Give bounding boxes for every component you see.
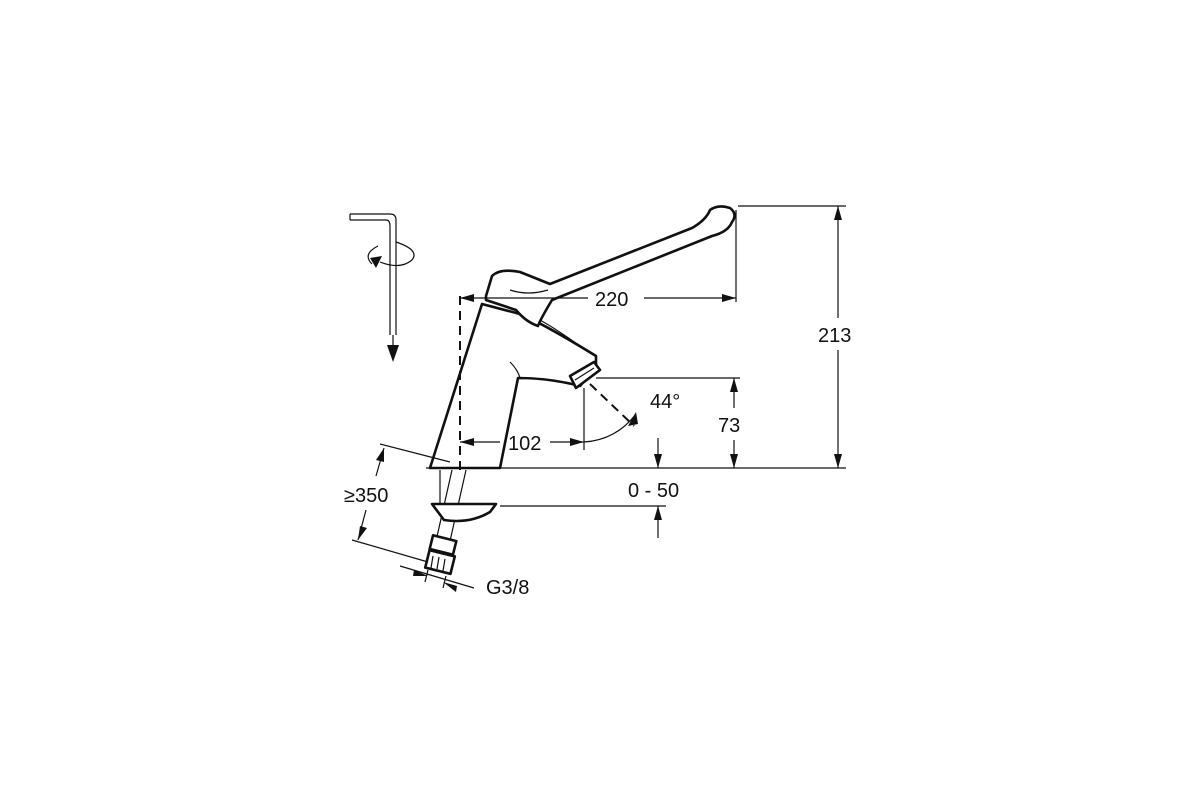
dimension-220-label: 220 — [595, 289, 628, 311]
dimension-hose-length-label: ≥350 — [344, 485, 388, 507]
dimension-213: 213 — [738, 205, 851, 468]
down-arrow-icon — [387, 345, 399, 362]
dimension-connection-label: G3/8 — [486, 577, 529, 599]
dimension-angle-label: 44° — [650, 391, 680, 413]
dimension-hose-length: ≥350 — [344, 443, 451, 563]
dimension-73-label: 73 — [718, 415, 740, 437]
dimension-73: 73 — [596, 377, 740, 468]
dimension-deck-thickness-label: 0 - 50 — [628, 480, 679, 502]
lever-handle — [484, 205, 736, 328]
dimension-220: 220 — [460, 210, 737, 311]
dimension-angle: 44° — [583, 383, 680, 443]
allen-key-icon — [349, 213, 415, 362]
dimension-deck-thickness: 0 - 50 — [500, 438, 679, 538]
deck-clamp — [430, 502, 498, 523]
faucet — [423, 205, 736, 576]
dimension-connection: G3/8 — [399, 565, 529, 599]
dimension-213-label: 213 — [818, 325, 851, 347]
dimension-102-label: 102 — [508, 433, 541, 455]
connection-nut — [423, 534, 458, 576]
dimension-102: 102 — [460, 388, 585, 455]
